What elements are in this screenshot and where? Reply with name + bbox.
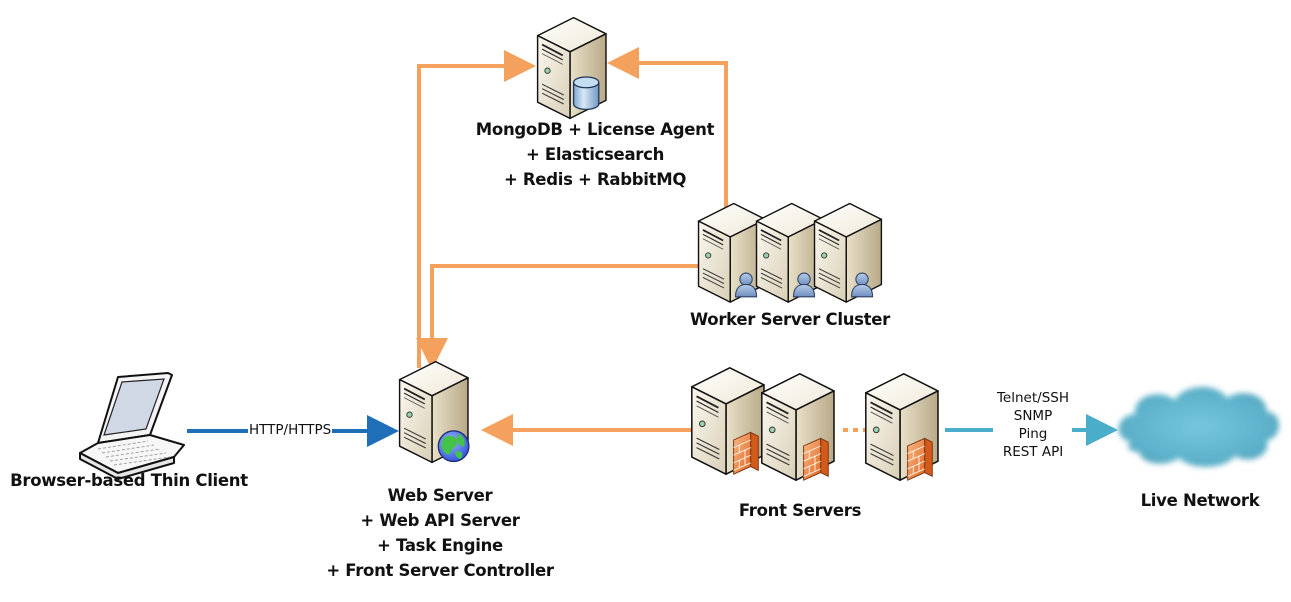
protocol-list: Telnet/SSH SNMP Ping REST API [983, 389, 1083, 461]
edge-workers-to-database [607, 47, 728, 210]
front-label-line: Front Servers [738, 501, 862, 520]
client-label-line: Browser-based Thin Client [10, 471, 248, 490]
front-servers-group [690, 366, 939, 482]
worker-server-icon [755, 202, 825, 303]
network-label-line: Live Network [1140, 491, 1260, 510]
live-network-label: Live Network [1110, 488, 1290, 513]
globe-icon [437, 430, 470, 463]
front-servers-label: Front Servers [700, 498, 900, 523]
database-label: MongoDB + License Agent + Elasticsearch … [440, 117, 750, 192]
laptop-icon [79, 372, 185, 480]
web-label-line: + Task Engine [377, 536, 503, 555]
firewall-icon [733, 431, 759, 475]
workers-label: Worker Server Cluster [660, 307, 920, 332]
firewall-icon [803, 437, 829, 481]
workers-label-line: Worker Server Cluster [690, 310, 890, 329]
protocol-item: SNMP [1013, 408, 1053, 424]
database-label-line: + Elasticsearch [525, 145, 665, 164]
protocol-item: Telnet/SSH [996, 390, 1069, 406]
edge-web-to-database [417, 50, 536, 368]
web-server-icon [398, 360, 470, 464]
worker-server-icon [813, 202, 883, 303]
database-server-icon [536, 16, 607, 120]
firewall-server-icon [760, 372, 835, 482]
protocol-item: Ping [1018, 426, 1048, 442]
protocol-item: REST API [1002, 444, 1064, 460]
web-label-line: + Front Server Controller [326, 561, 554, 580]
database-label-line: + Redis + RabbitMQ [503, 170, 687, 189]
worker-server-cluster-icon [697, 202, 883, 303]
firewall-icon [907, 437, 933, 481]
web-label-line: Web Server [387, 486, 493, 505]
worker-server-icon [697, 202, 767, 303]
database-cylinder-icon [572, 76, 600, 111]
web-label-line: + Web API Server [360, 511, 520, 530]
edge-workers-to-web [416, 264, 700, 370]
database-label-line: MongoDB + License Agent [475, 120, 715, 139]
http-https-label: HTTP/HTTPS [248, 422, 333, 438]
web-server-label: Web Server + Web API Server + Task Engin… [300, 483, 580, 583]
cloud-icon [1118, 386, 1279, 467]
firewall-server-icon [864, 372, 939, 482]
client-label: Browser-based Thin Client [0, 468, 258, 493]
firewall-server-icon [690, 366, 765, 476]
